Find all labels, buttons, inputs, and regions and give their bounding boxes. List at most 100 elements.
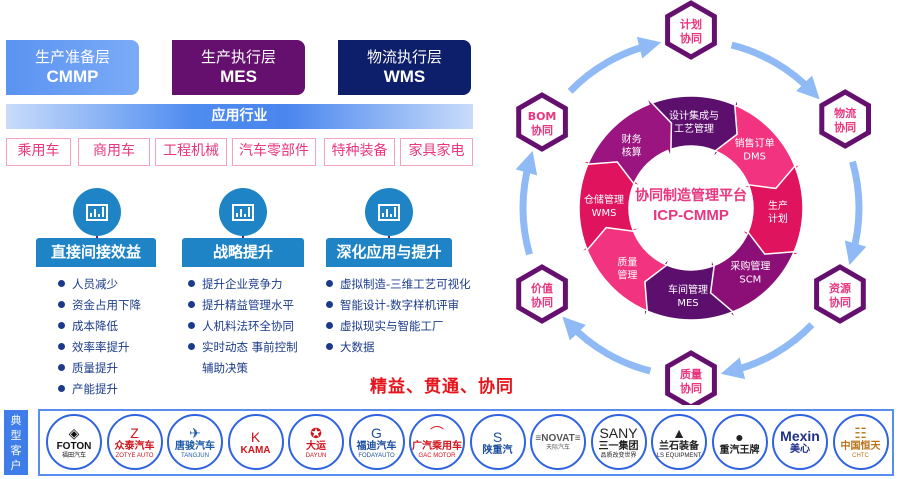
layer-code: CMMP <box>46 67 99 86</box>
collaboration-label: 物流 <box>834 106 856 120</box>
logo-emblem-icon: G <box>371 424 382 441</box>
list-item: 提升精益管理水平 <box>188 295 298 316</box>
label-char: 型 <box>10 429 22 442</box>
platform-cycle-diagram: 设计集成与工艺管理销售订单DMS生产计划采购管理SCM车间管理MES质量管理仓储… <box>515 0 871 405</box>
layer-mes: 生产执行层 MES <box>172 40 305 95</box>
list-item: 成本降低 <box>58 316 141 337</box>
segment-sublabel: 计划 <box>768 212 788 225</box>
item-text: 虚拟制造-三维工艺可视化 <box>340 277 471 291</box>
platform-segment <box>586 96 673 186</box>
list-item: 产能提升 <box>58 379 141 400</box>
logo-emblem-icon: ✈ <box>189 424 201 441</box>
collaboration-sublabel: 协同 <box>829 295 851 309</box>
collaboration-hexagon <box>665 350 717 405</box>
item-text: 产能提升 <box>72 382 118 396</box>
segment-sublabel: 管理 <box>617 268 637 281</box>
customer-logo: ≡NOVAT≡天际汽车 <box>530 414 586 470</box>
list-item: 人机料法环全协同 <box>188 316 298 337</box>
logo-subtitle: ZOTYE AUTO <box>115 452 154 459</box>
segment-sublabel: WMS <box>592 208 617 219</box>
bullet-icon <box>58 280 65 287</box>
collaboration-hexagon <box>516 264 568 324</box>
segment-label: 仓储管理 <box>584 193 624 206</box>
segment-sublabel: SCM <box>739 275 761 286</box>
logo-subtitle: 品质改变世界 <box>600 452 637 459</box>
segment-sublabel: MES <box>677 298 698 309</box>
slogan: 精益、贯通、协同 <box>370 377 514 397</box>
application-industry-bar: 应用行业 <box>6 104 473 129</box>
bullet-icon <box>58 364 65 371</box>
logo-name: 众泰汽车 <box>114 440 155 452</box>
industry-tag: 乘用车 <box>6 138 71 166</box>
bar-chart-icon <box>73 188 121 236</box>
logo-emblem-icon: ⌒ <box>430 424 444 441</box>
industry-tag: 商用车 <box>78 138 150 166</box>
benefit-list: 虚拟制造-三维工艺可视化 智能设计-数字样机评审 虚拟现实与智能工厂 大数据 <box>326 274 471 358</box>
outer-ring-arrows <box>515 36 867 380</box>
collaboration-hexagon <box>814 264 866 324</box>
collaboration-sublabel: 协同 <box>531 295 553 309</box>
logo-subtitle: 福田汽车 <box>61 452 86 459</box>
collaboration-sublabel: 协同 <box>531 123 553 137</box>
logo-emblem-icon: ● <box>735 428 744 445</box>
bullet-icon <box>188 343 195 350</box>
segment-label: 生产 <box>768 199 788 212</box>
bullet-icon <box>58 301 65 308</box>
item-text: 实时动态 事前控制 <box>202 340 298 354</box>
logo-name: 广汽乘用车 <box>412 440 462 452</box>
logo-name: 兰石装备 <box>659 440 699 452</box>
logo-subtitle: 天际汽车 <box>545 444 570 451</box>
list-item: 智能设计-数字样机评审 <box>326 295 471 316</box>
list-item: 资金占用下降 <box>58 295 141 316</box>
item-text: 人机料法环全协同 <box>202 319 294 333</box>
segment-sublabel: 核算 <box>622 145 642 158</box>
list-item: 辅助决策 <box>188 358 298 379</box>
layer-wms: 物流执行层 WMS <box>338 40 471 95</box>
logo-name: 唐骏汽车 <box>175 440 215 452</box>
label-char: 客 <box>10 444 22 457</box>
industry-tag: 特种装备 <box>324 138 395 166</box>
collaboration-sublabel: 协同 <box>834 120 856 134</box>
collaboration-sublabel: 协同 <box>680 31 702 45</box>
industry-tag: 家具家电 <box>400 138 473 166</box>
flow-arrow <box>730 41 820 100</box>
bullet-icon <box>326 301 333 308</box>
logo-name: KAMA <box>240 444 271 456</box>
bullet-icon <box>326 280 333 287</box>
label-char: 典 <box>10 414 22 427</box>
list-item: 提升企业竞争力 <box>188 274 298 295</box>
industry-tag: 汽车零部件 <box>232 138 316 166</box>
benefit-list: 提升企业竞争力 提升精益管理水平 人机料法环全协同 实时动态 事前控制 辅助决策 <box>188 274 298 379</box>
collaboration-label: 计划 <box>680 17 702 31</box>
list-item: 效率率提升 <box>58 337 141 358</box>
logo-name: Mexin <box>780 428 820 444</box>
collaboration-hexagon <box>665 0 717 60</box>
collaboration-label: 质量 <box>680 367 702 381</box>
list-item: 虚拟制造-三维工艺可视化 <box>326 274 471 295</box>
industry-tag: 工程机械 <box>155 138 227 166</box>
segment-label: 财务 <box>622 132 642 145</box>
collaboration-label: BOM <box>528 110 557 123</box>
logo-emblem-icon: ✪ <box>310 424 322 441</box>
flow-arrow <box>567 36 662 94</box>
platform-code: ICP-CMMP <box>653 207 729 224</box>
logo-name: ≡NOVAT≡ <box>535 432 581 444</box>
bar-chart-icon <box>365 188 413 236</box>
logo-name: 重汽王牌 <box>719 444 760 456</box>
collaboration-label: 资源 <box>829 281 851 295</box>
logo-name: 三一集团 <box>598 440 639 452</box>
benefit-title: 直接间接效益 <box>36 238 156 267</box>
logo-emblem-icon: K <box>250 428 261 445</box>
